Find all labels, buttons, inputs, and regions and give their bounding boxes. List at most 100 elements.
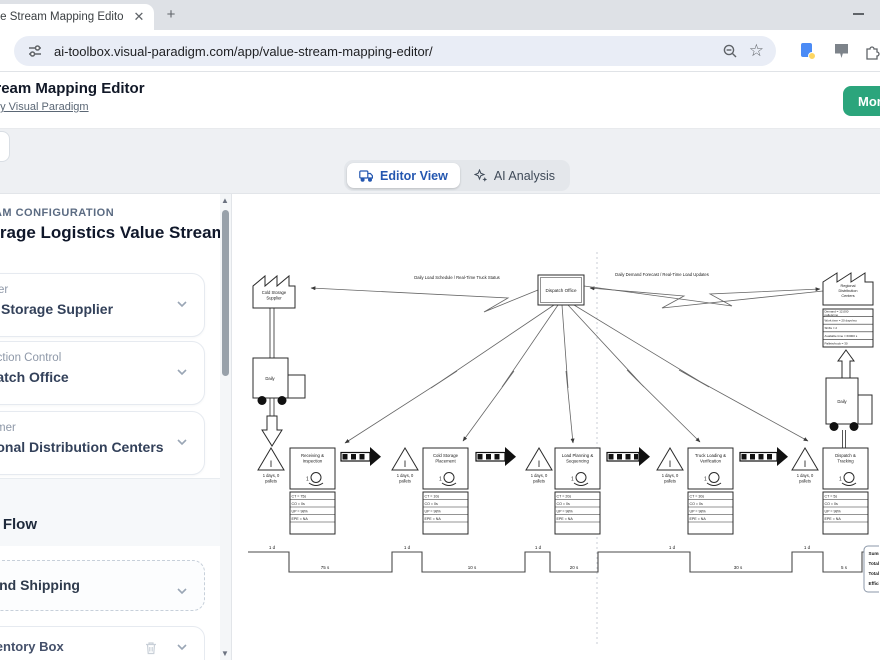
svg-text:Distribution: Distribution [839,289,858,293]
inventory-triangle[interactable]: I 1 days, 0 pallets [391,447,419,484]
push-arrow[interactable] [475,447,516,466]
svg-text:Total CT: Total CT [869,571,880,576]
url-bar[interactable]: ai-toolbox.visual-paradigm.com/app/value… [14,36,776,66]
bookmark-star-icon[interactable]: ☆ [748,41,764,60]
browser-tabstrip: Value Stream Mapping Editor ✕ + [0,0,880,30]
byline-link[interactable]: by Visual Paradigm [0,101,89,113]
svg-text:Inspection: Inspection [303,459,323,464]
extension-icon-docs[interactable] [799,43,816,60]
process-data-box[interactable]: CT = 5s CO = 0s UP = 98% EPE = NA [822,491,869,535]
svg-text:20 s: 20 s [570,565,579,570]
chevron-down-icon[interactable] [176,641,188,653]
inventory-triangle[interactable]: I 1 days, 0 pallets [656,447,684,484]
card-label: Inventory Box [0,639,64,654]
extension-icon-flag[interactable] [835,43,851,59]
svg-text:1 days, 0: 1 days, 0 [531,473,548,478]
truck-shipment-node[interactable]: Daily [825,377,873,431]
app-title: Value Stream Mapping Editor [0,80,145,97]
process-node[interactable]: Receiving & Inspection 1 [289,447,336,490]
customer-data-box[interactable]: Demand = 12,000 pallets/mo Work time = 2… [822,308,874,348]
process-data-box[interactable]: CT = 20s CO = 0s UP = 98% EPE = NA [554,491,601,535]
svg-text:CO = 0s: CO = 0s [292,502,305,506]
inventory-triangle[interactable]: I 1 days, 0 pallets [791,447,819,484]
svg-text:Daily: Daily [837,399,847,404]
process-node[interactable]: Cold Storage Placement 1 [422,447,469,490]
svg-text:CT = 20s: CT = 20s [557,495,572,499]
extensions-puzzle-icon[interactable] [864,43,880,60]
svg-text:Daily: Daily [265,376,275,381]
tab-close-icon[interactable]: ✕ [133,9,145,24]
site-settings-icon[interactable] [26,42,44,60]
scroll-down-icon[interactable]: ▼ [221,649,229,658]
process-data-box[interactable]: CT = 10s CO = 0s UP = 98% EPE = NA [422,491,469,535]
more-button[interactable]: More [843,86,880,116]
process-node[interactable]: Truck Loading & Verification 1 [687,447,734,490]
chevron-down-icon[interactable] [176,585,188,597]
svg-text:UP = 98%: UP = 98% [425,510,442,514]
svg-text:Cold Storage: Cold Storage [262,290,287,295]
push-arrow-down[interactable] [261,415,283,447]
supplier-card[interactable]: Supplier Cold Storage Supplier [0,273,205,337]
sidebar-scrollbar[interactable]: ▲ ▼ [220,194,231,660]
browser-tab[interactable]: Value Stream Mapping Editor ✕ [0,4,154,30]
scroll-thumb[interactable] [222,210,229,376]
svg-text:EPE = NA: EPE = NA [425,517,442,521]
push-arrow[interactable] [340,447,381,466]
electronic-info-arrows[interactable] [344,304,809,444]
inventory-triangle[interactable]: I 1 days, 0 pallets [525,447,553,484]
ai-sparkle-icon [473,168,488,182]
factory-supplier-node[interactable]: Cold Storage Supplier [252,274,296,309]
push-arrow-up[interactable] [837,349,855,379]
view-tabs: Editor View AI Analysis [344,160,570,191]
svg-text:1: 1 [704,477,707,483]
info-arrow[interactable] [310,285,824,313]
truck-shipment-node[interactable]: Daily [252,357,306,405]
vsm-canvas[interactable]: Daily Load Schedule / Real-Time Truck St… [232,194,880,660]
tab-ai-analysis[interactable]: AI Analysis [462,163,567,188]
window-minimize-button[interactable] [853,13,864,15]
svg-text:10 s: 10 s [468,565,477,570]
production-control-card[interactable]: Production Control Dispatch Office [0,341,205,405]
svg-text:CT = 5s: CT = 5s [825,495,838,499]
svg-text:CT = 75s: CT = 75s [292,495,307,499]
summary-box[interactable]: Summary Total LT Total CT Efficiency [863,545,880,593]
chevron-down-icon[interactable] [176,436,188,448]
tab-editor-view-label: Editor View [380,168,448,183]
svg-text:30 s: 30 s [734,565,743,570]
process-data-box[interactable]: CT = 30s CO = 0s UP = 98% EPE = NA [687,491,734,535]
svg-text:CO = 0s: CO = 0s [825,502,838,506]
chevron-down-icon[interactable] [176,366,188,378]
material-flow-lines [269,308,846,448]
svg-text:1 d: 1 d [804,545,811,550]
factory-customer-node[interactable]: Regional Distribution Centers [822,272,874,306]
svg-text:1 days, 0: 1 days, 0 [662,473,679,478]
inventory-box-card[interactable]: Inventory Box [0,626,205,660]
inbound-shipping-card[interactable]: Inbound Shipping [0,560,205,611]
push-arrow[interactable] [739,447,788,466]
new-tab-button[interactable]: + [166,6,176,23]
svg-text:1: 1 [571,477,574,483]
trash-icon[interactable] [144,641,158,655]
svg-text:pallets/mo: pallets/mo [825,313,839,317]
scroll-up-icon[interactable]: ▲ [221,196,229,205]
svg-text:EPE = NA: EPE = NA [825,517,842,521]
chevron-down-icon[interactable] [176,298,188,310]
card-label: Inbound Shipping [0,577,80,593]
timeline[interactable]: 1 d 1 d 1 d 1 d 1 d 75 s 10 s 20 s 30 s … [248,545,872,573]
svg-text:Regional: Regional [841,284,856,288]
clipped-toolbar-button[interactable] [0,131,10,162]
push-arrow[interactable] [606,447,650,466]
svg-text:I: I [669,459,672,469]
dispatch-office-node[interactable]: Dispatch Office [537,274,585,306]
process-node[interactable]: Load Planning & Sequencing 1 [554,447,601,490]
zoom-out-icon[interactable] [721,42,739,60]
process-node[interactable]: Dispatch & Tracking 1 [822,447,869,490]
url-text[interactable]: ai-toolbox.visual-paradigm.com/app/value… [54,43,433,59]
tab-editor-view[interactable]: Editor View [347,163,460,188]
customer-card[interactable]: Customer Regional Distribution Centers [0,411,205,475]
inventory-triangle[interactable]: I 1 days, 0 pallets [257,447,285,484]
diagram-title: Cold Storage Logistics Value Stream Map [0,223,231,242]
process-data-box[interactable]: CT = 75s CO = 0s UP = 98% EPE = NA [289,491,336,535]
config-sidebar: DIAGRAM CONFIGURATION Cold Storage Logis… [0,194,232,660]
